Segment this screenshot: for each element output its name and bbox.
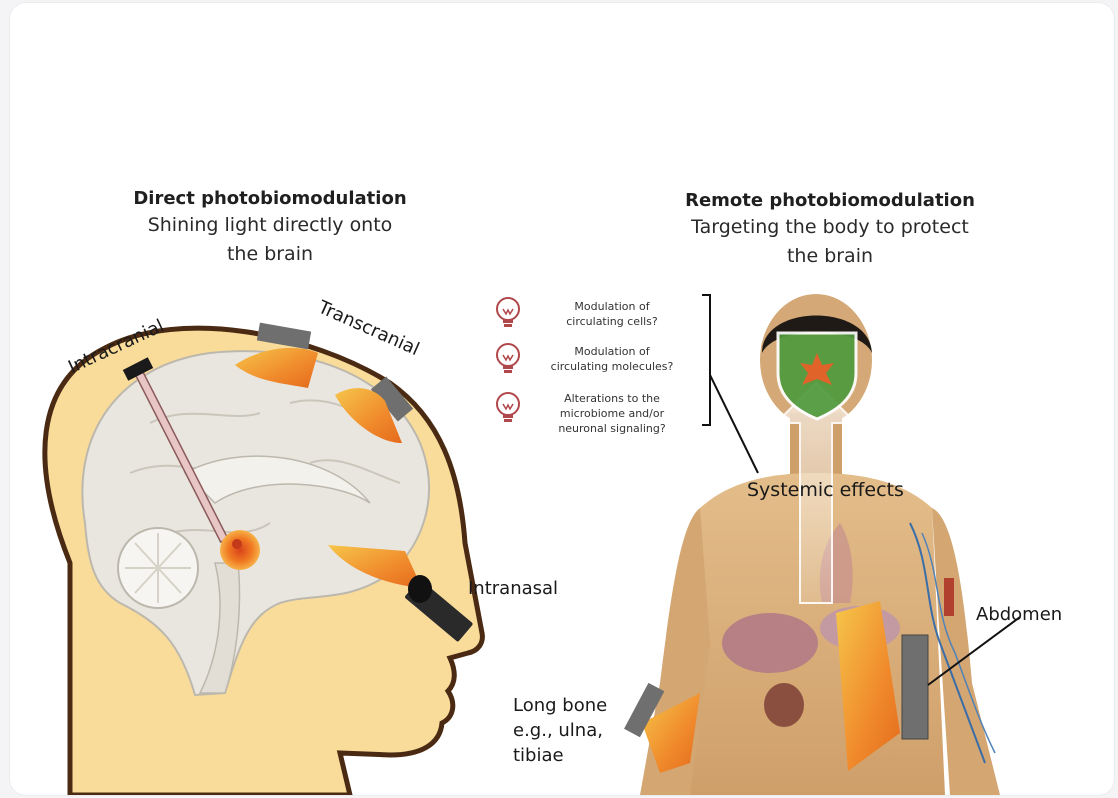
question-circulating-cells: Modulation of circulating cells?: [537, 299, 687, 329]
remote-pbm-title: Remote photobiomodulation: [640, 189, 1020, 213]
direct-pbm-title: Direct photobiomodulation: [95, 187, 445, 211]
direct-pbm-subtitle-2: the brain: [95, 240, 445, 269]
question-line: circulating molecules?: [537, 359, 687, 374]
question-line: circulating cells?: [537, 314, 687, 329]
remote-pbm-subtitle-2: the brain: [640, 242, 1020, 271]
question-line: Modulation of: [537, 344, 687, 359]
long-bone-line: Long bone: [513, 693, 643, 718]
lightbulb-icon: [495, 342, 521, 376]
question-microbiome: Alterations to the microbiome and/or neu…: [537, 391, 687, 436]
lightbulb-icon: [495, 296, 521, 330]
question-bracket: [702, 295, 758, 473]
figure-card: Direct photobiomodulation Shining light …: [10, 3, 1114, 795]
long-bone-line: e.g., ulna,: [513, 718, 643, 743]
question-line: neuronal signaling?: [537, 421, 687, 436]
question-circulating-molecules: Modulation of circulating molecules?: [537, 344, 687, 374]
lightbulb-icon: [495, 391, 521, 425]
remote-pbm-heading: Remote photobiomodulation Targeting the …: [640, 189, 1020, 271]
question-line: microbiome and/or: [537, 406, 687, 421]
question-line: Alterations to the: [537, 391, 687, 406]
systemic-effects-label: Systemic effects: [747, 479, 904, 501]
long-bone-line: tibiae: [513, 743, 643, 768]
abdomen-label: Abdomen: [976, 604, 1062, 625]
question-line: Modulation of: [537, 299, 687, 314]
intranasal-label: Intranasal: [468, 578, 558, 599]
remote-pbm-subtitle-1: Targeting the body to protect: [640, 213, 1020, 242]
long-bone-label: Long bone e.g., ulna, tibiae: [513, 693, 643, 768]
direct-pbm-subtitle-1: Shining light directly onto: [95, 211, 445, 240]
direct-pbm-heading: Direct photobiomodulation Shining light …: [95, 187, 445, 269]
